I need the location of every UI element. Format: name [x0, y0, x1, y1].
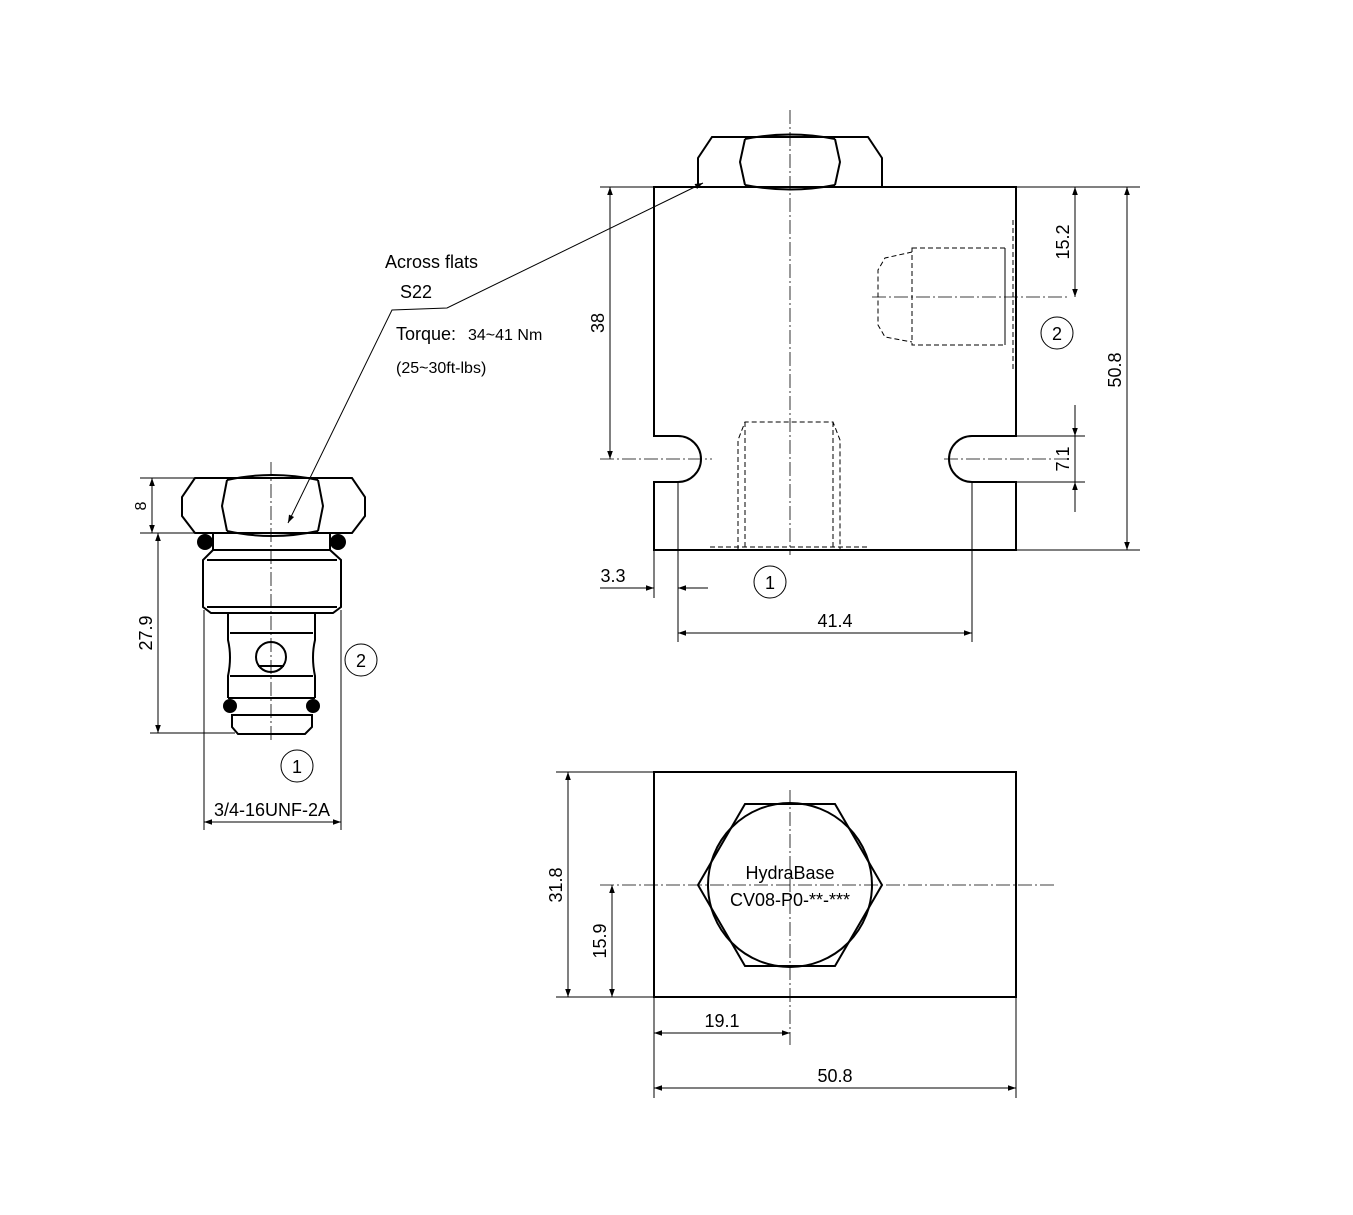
port-2-marker — [1040, 316, 1074, 350]
o-ring-lower-right — [306, 699, 320, 713]
dim-50-8-label: 50.8 — [1105, 352, 1125, 387]
o-ring-upper-left — [197, 534, 213, 550]
cartridge-hex-nut — [181, 474, 366, 537]
block-top-outline — [653, 771, 1017, 998]
o-ring-upper-right — [330, 534, 346, 550]
torque-label: Torque: — [396, 324, 456, 344]
thread-label: 3/4-16UNF-2A — [214, 800, 330, 820]
block-outline — [653, 186, 1017, 551]
dim-15-2-label: 15.2 — [1053, 224, 1073, 259]
dim-15-9-label: 15.9 — [590, 923, 610, 958]
dim-31-8-label: 31.8 — [546, 867, 566, 902]
cartridge-body — [227, 613, 316, 735]
dim-27-9-label: 27.9 — [136, 615, 156, 650]
port-2-label: 2 — [356, 651, 366, 671]
size-label: S22 — [400, 282, 432, 302]
torque-nm: 34~41 Nm — [468, 327, 542, 344]
torque-ftlbs: (25~30ft-lbs) — [396, 360, 486, 377]
block-front-view: 38 15.2 50.8 7.1 3.3 41.4 1 2 — [588, 110, 1140, 642]
cartridge-thread — [202, 549, 342, 614]
port-1-label: 1 — [765, 573, 775, 593]
block-top-view: HydraBase CV08-P0-**-*** 31.8 15.9 19.1 … — [546, 771, 1055, 1098]
dim-8-label: 8 — [133, 501, 150, 510]
model-label: CV08-P0-**-*** — [730, 890, 850, 910]
cartridge-view: 8 27.9 3/4-16UNF-2A 1 2 — [133, 462, 378, 830]
cartridge-neck — [212, 533, 331, 551]
dim-3-3-label: 3.3 — [600, 566, 625, 586]
leader-line — [287, 182, 704, 524]
port-2-label: 2 — [1052, 324, 1062, 344]
dim-7-1-label: 7.1 — [1053, 446, 1073, 471]
port-2-cavity — [877, 220, 1014, 372]
dim-41-4-label: 41.4 — [817, 611, 852, 631]
brand-label: HydraBase — [745, 863, 834, 883]
dim-50-8-label: 50.8 — [817, 1066, 852, 1086]
dim-19-1-label: 19.1 — [704, 1011, 739, 1031]
leader-annotation: Across flats S22 Torque: 34~41 Nm (25~30… — [287, 182, 704, 524]
dim-38-label: 38 — [588, 313, 608, 333]
across-flats-label: Across flats — [385, 252, 478, 272]
port-1-marker — [280, 749, 314, 783]
port-1-label: 1 — [292, 757, 302, 777]
port-1-marker — [753, 565, 787, 599]
port-2-marker — [344, 643, 378, 677]
port-1-cavity — [710, 421, 870, 550]
o-ring-lower-left — [223, 699, 237, 713]
